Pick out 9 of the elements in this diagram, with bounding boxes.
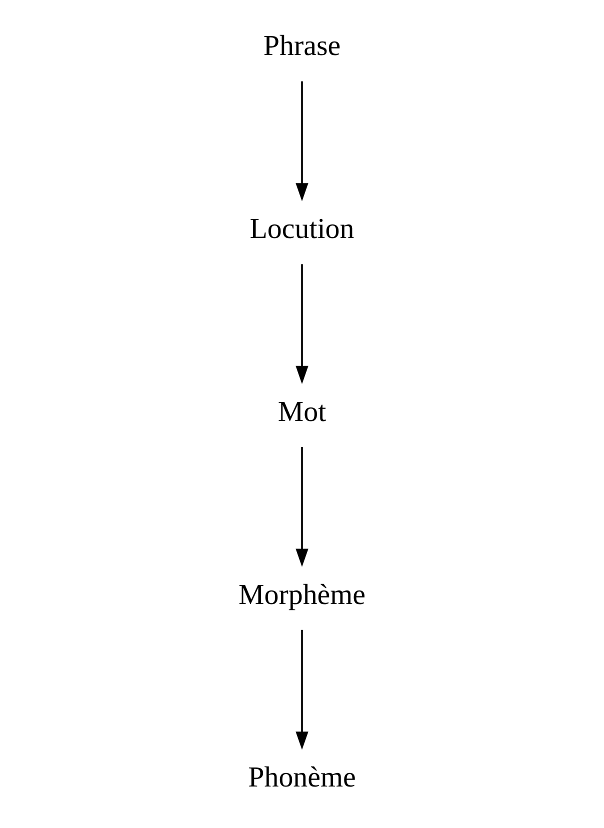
node-text: Phrase [263,30,341,62]
node-text: Morphème [238,578,366,611]
node-text: Phonème [248,762,356,794]
arrow [296,630,308,750]
arrow [296,264,308,384]
node-text: Mot [278,396,326,428]
arrow [296,447,308,567]
node-text: Locution [250,213,354,246]
arrow [296,81,308,202]
